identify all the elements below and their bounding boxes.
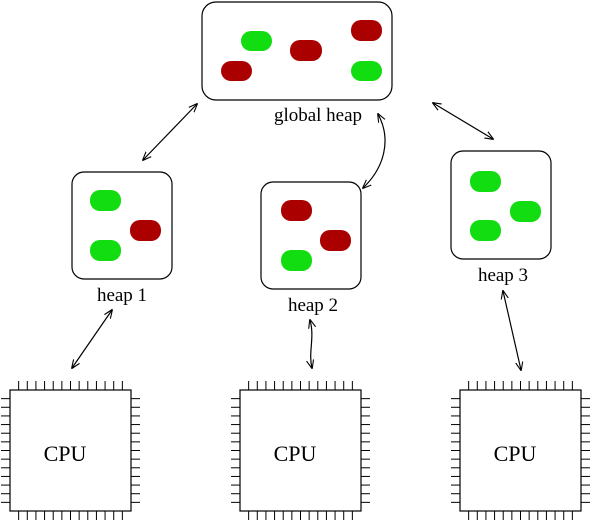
- heap-2: heap 2: [260, 181, 362, 316]
- free-block: [90, 190, 121, 211]
- free-block: [510, 201, 541, 222]
- used-block: [281, 200, 312, 221]
- heap-3: heap 3: [450, 150, 552, 286]
- free-block: [470, 171, 501, 192]
- free-block: [90, 240, 121, 261]
- cpu-1-pins: [1, 381, 140, 520]
- arrow-heap2-cpu2: [310, 320, 312, 368]
- arrow-heap3-cpu3: [503, 291, 521, 370]
- free-block: [470, 220, 501, 241]
- heap-1-label: heap 1: [97, 285, 147, 306]
- arrow-heap1-cpu1: [72, 310, 112, 368]
- cpu-2-label: CPU: [274, 441, 317, 466]
- cpu-2: CPU: [231, 381, 370, 520]
- cpu-1-label: CPU: [44, 441, 87, 466]
- used-block: [351, 20, 382, 41]
- cpu-3-pins: [451, 381, 590, 520]
- cpu-3-label: CPU: [494, 441, 537, 466]
- used-block: [221, 61, 252, 81]
- arrow-global-heap2: [363, 114, 386, 188]
- global-heap-label: global heap: [274, 105, 362, 126]
- cpu-2-chip: [239, 389, 362, 512]
- heap-2-label: heap 2: [288, 295, 338, 316]
- free-block: [241, 31, 272, 51]
- heap-1: heap 1: [71, 171, 173, 306]
- cpu-1-chip: [9, 389, 132, 512]
- heap-3-label: heap 3: [478, 265, 528, 286]
- free-block: [351, 61, 382, 81]
- used-block: [290, 40, 322, 61]
- used-block: [320, 230, 351, 251]
- cpu-3: CPU: [451, 381, 590, 520]
- cpu-1: CPU: [1, 381, 140, 520]
- cpu-3-chip: [459, 389, 582, 512]
- used-block: [130, 220, 161, 241]
- arrow-global-heap3: [433, 103, 493, 139]
- global-heap: global heap: [201, 1, 393, 126]
- free-block: [281, 250, 312, 271]
- arrow-global-heap1: [143, 104, 197, 160]
- cpu-2-pins: [231, 381, 370, 520]
